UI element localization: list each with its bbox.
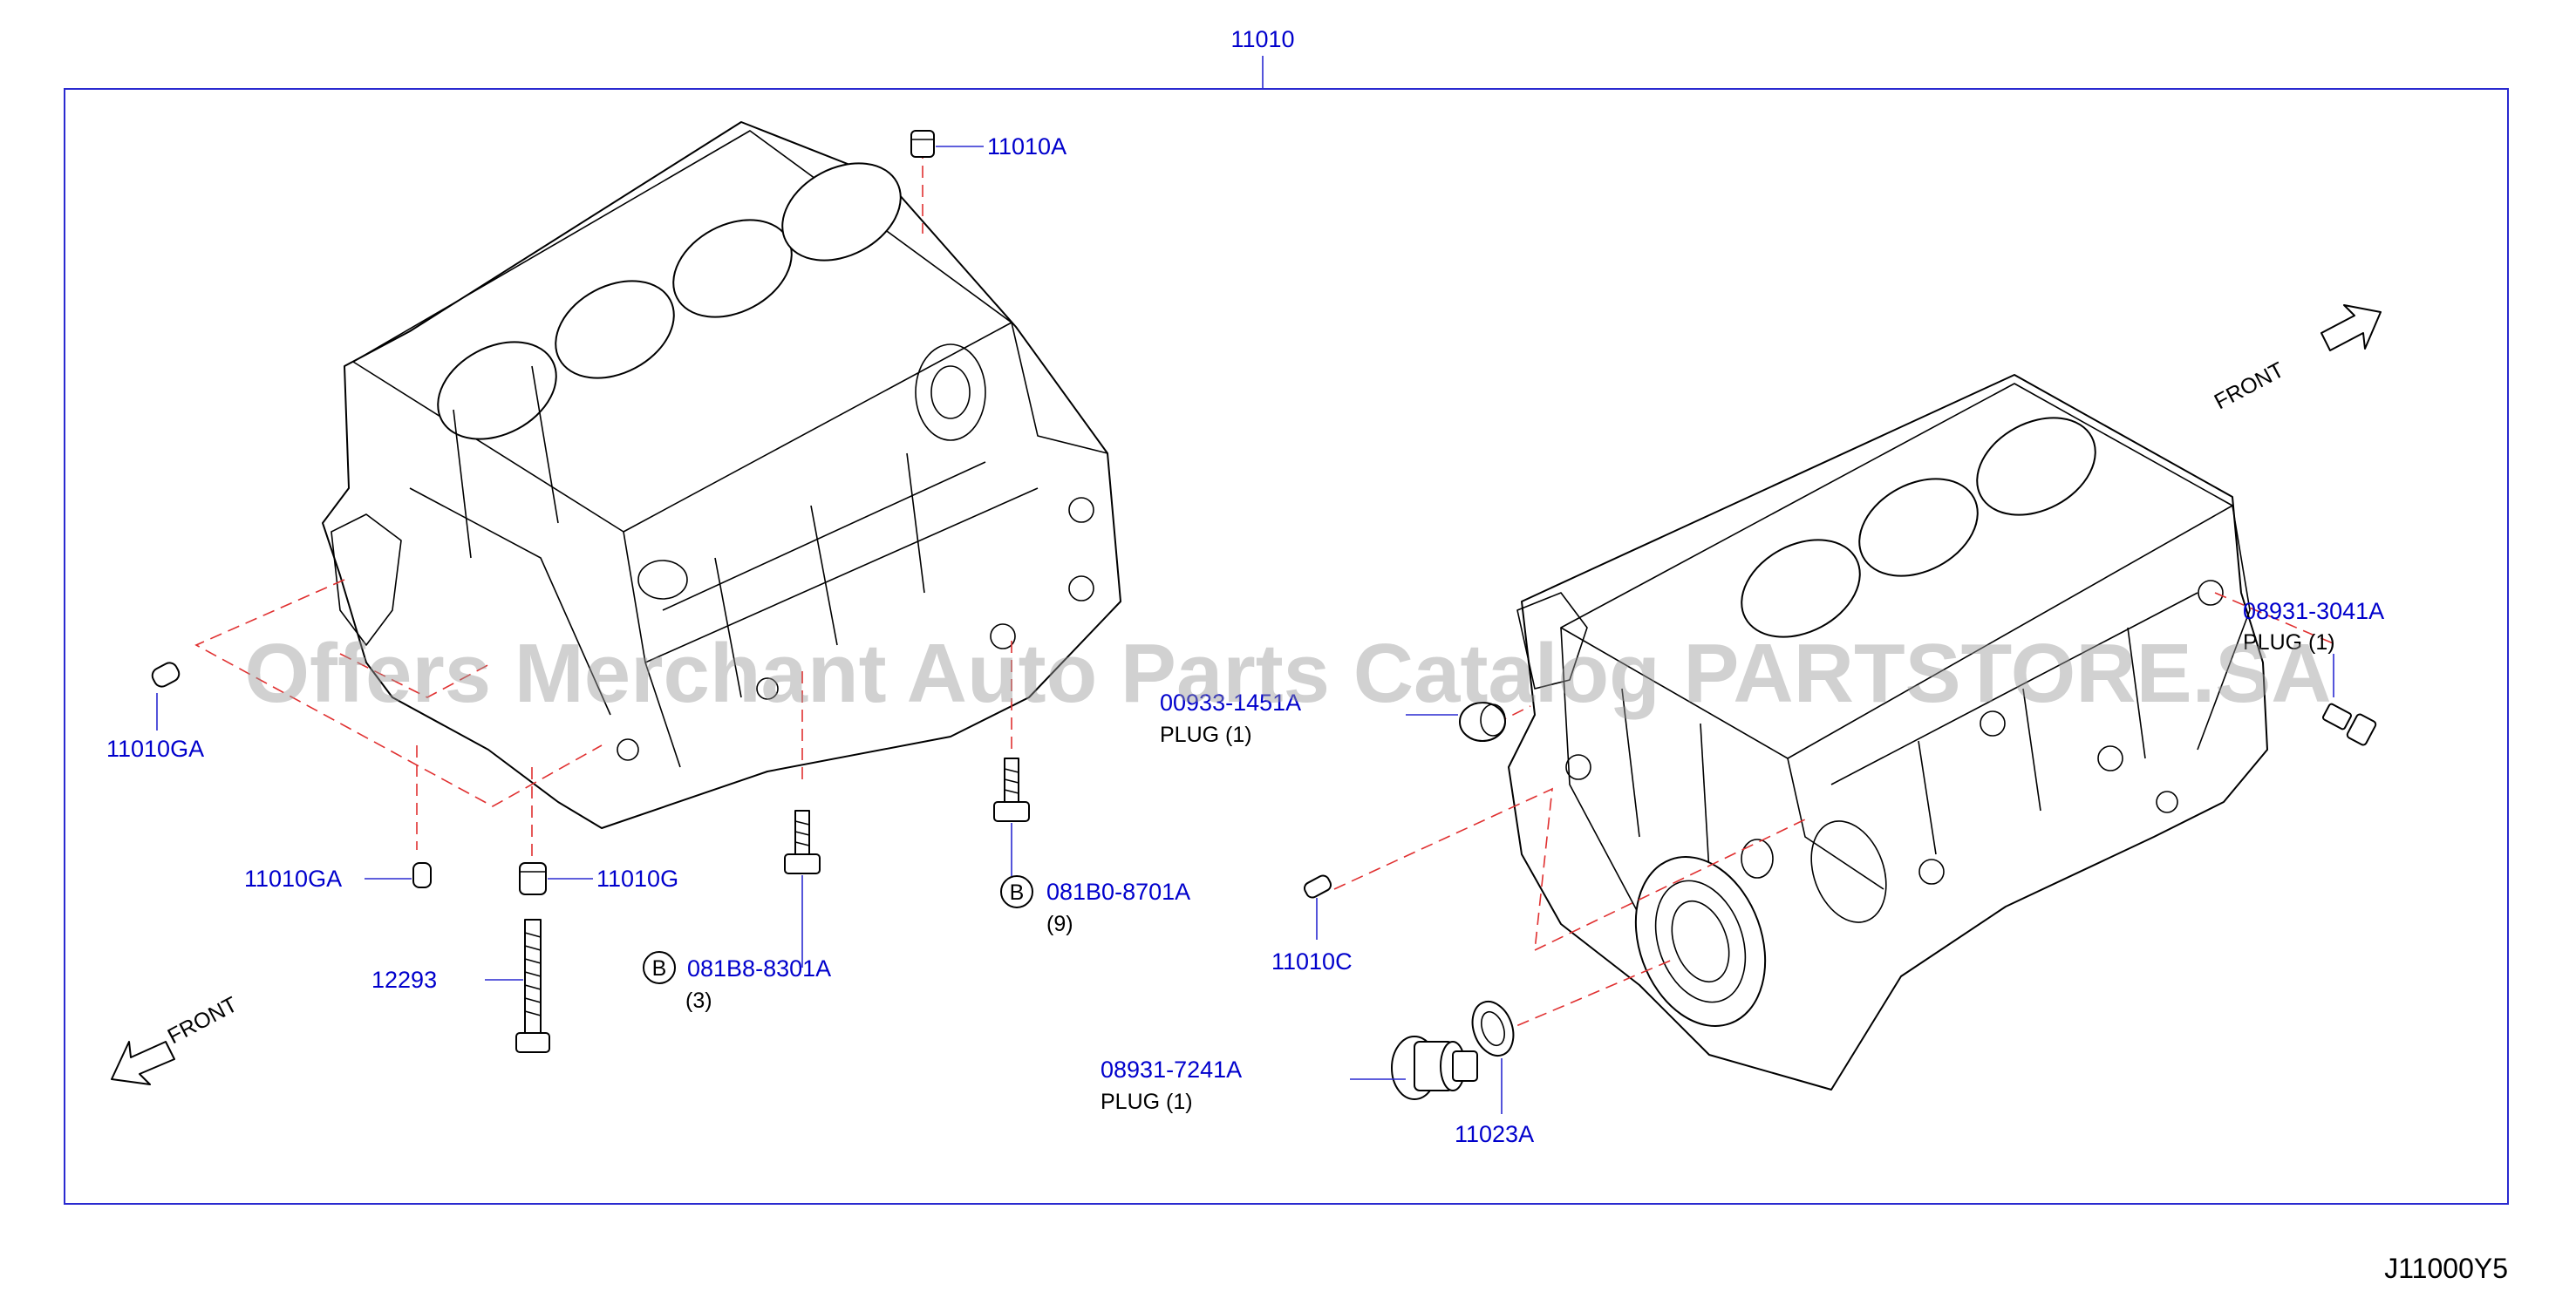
part-label-12293[interactable]: 12293 — [371, 967, 437, 993]
dowel-pin-11010C-icon — [1303, 874, 1332, 899]
part-label-11010GA-upper[interactable]: 11010GA — [106, 736, 204, 762]
dowel-pin-11010GA-lower-icon — [412, 862, 432, 888]
small-parts-right: 00933-1451A PLUG (1) 08931-3041A PLUG (1… — [1101, 304, 2384, 1147]
assembly-callout: 11010 — [64, 26, 2509, 1205]
left-cylinder-block-drawing — [322, 121, 1121, 829]
desc-00933-1451A: PLUG (1) — [1160, 723, 1252, 747]
part-label-11010G[interactable]: 11010G — [596, 866, 678, 892]
washer-11023A-icon — [1471, 1001, 1515, 1057]
part-label-081B8-8301A[interactable]: 081B8-8301A — [687, 955, 831, 982]
part-label-11010A[interactable]: 11010A — [987, 133, 1067, 160]
bolt-081B0-icon — [993, 758, 1030, 822]
stud-bolt-12293-icon — [515, 919, 550, 1053]
dowel-11010G-icon — [519, 862, 547, 895]
qty-081B8-8301A: (3) — [685, 989, 712, 1013]
part-label-11023A[interactable]: 11023A — [1455, 1121, 1534, 1147]
front-label-right: FRONT — [2211, 357, 2288, 414]
part-label-11010GA-lower[interactable]: 11010GA — [244, 866, 342, 892]
right-cylinder-block-drawing — [1508, 374, 2268, 1091]
part-label-08931-7241A[interactable]: 08931-7241A — [1101, 1057, 1242, 1083]
front-arrow-right-icon — [2320, 304, 2382, 351]
part-label-00933-1451A[interactable]: 00933-1451A — [1160, 690, 1301, 716]
qty-081B0-8701A: (9) — [1046, 912, 1073, 936]
bolt-marker-b-left: B — [643, 951, 676, 984]
front-arrow-left-icon — [111, 1041, 175, 1085]
plug-08931-3041A-icon — [2322, 703, 2377, 746]
part-label-081B0-8701A[interactable]: 081B0-8701A — [1046, 879, 1190, 905]
bolt-081B8-icon — [784, 810, 821, 874]
diagram-frame — [64, 88, 2509, 1205]
dowel-pin-11010GA-upper-icon — [151, 662, 181, 688]
drawing-reference: J11000Y5 — [2384, 1253, 2508, 1284]
part-label-11010C[interactable]: 11010C — [1271, 948, 1353, 975]
dowel-pin-11010A-icon — [910, 130, 935, 158]
part-label-08931-3041A[interactable]: 08931-3041A — [2243, 598, 2384, 624]
desc-08931-7241A: PLUG (1) — [1101, 1090, 1193, 1114]
drain-plug-08931-7241A-icon — [1391, 1036, 1478, 1100]
watermark-text: Offers Merchant Auto Parts Catalog PARTS… — [244, 627, 2331, 720]
bolt-marker-b-left-label: B — [652, 956, 667, 981]
bolt-marker-b-right: B — [1000, 875, 1033, 908]
cup-plug-00933-icon — [1459, 702, 1506, 742]
bolt-marker-b-right-label: B — [1010, 880, 1025, 905]
assembly-part-number[interactable]: 11010 — [1230, 26, 1294, 52]
left-block-leaders — [194, 146, 1012, 863]
desc-08931-3041A: PLUG (1) — [2243, 630, 2335, 655]
front-label-left: FRONT — [164, 992, 242, 1049]
